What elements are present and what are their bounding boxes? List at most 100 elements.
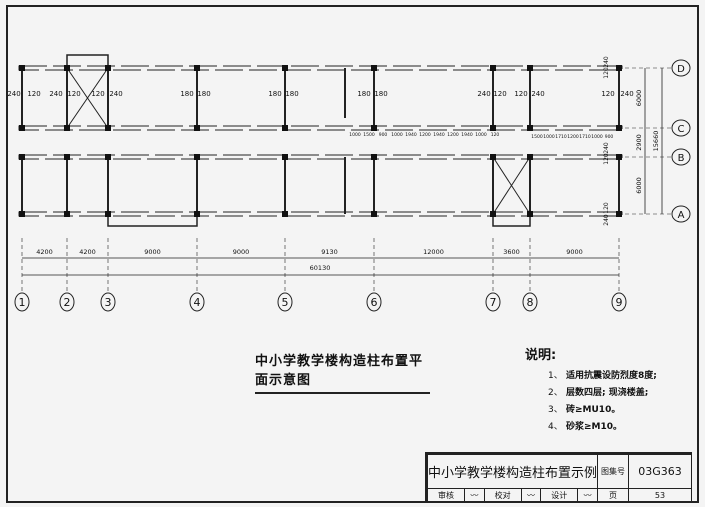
wall-thickness-label: 240 [531, 90, 544, 98]
drawing-frame [6, 5, 699, 503]
column [19, 65, 25, 71]
column [64, 154, 70, 160]
window-dimension: 1200 [447, 132, 459, 138]
column [19, 211, 25, 217]
window-dimension: 1710 [579, 134, 591, 140]
wall-thickness-label: 180 [374, 90, 387, 98]
wall-thickness-label: 180 [268, 90, 281, 98]
bay-dimension: 9130 [321, 248, 338, 256]
wall-thickness-label: 120 [493, 90, 506, 98]
check-label: 校对 [483, 488, 522, 502]
stair-mark [492, 156, 531, 215]
check-signature: 〰 [520, 488, 542, 502]
atlas-label: 图集号 [597, 454, 629, 489]
axis-number: 8 [527, 296, 534, 309]
column [527, 211, 533, 217]
axis-letter: C [678, 124, 685, 135]
note-item: 4、砂浆≥M10。 [548, 422, 623, 432]
column [616, 65, 622, 71]
notes-heading: 说明: [525, 348, 557, 363]
wall-thickness-label: 240 [620, 90, 633, 98]
axis-bubble [522, 292, 538, 312]
stair-bay [66, 54, 109, 68]
wall-thickness-label: 240 [477, 90, 490, 98]
stair-mark [66, 67, 109, 129]
axis-number: 7 [490, 296, 497, 309]
total-length: 60130 [310, 264, 331, 272]
column [371, 65, 377, 71]
atlas-number: 03G363 [628, 454, 692, 489]
bay-outline [107, 214, 198, 227]
axis-number: 6 [371, 296, 378, 309]
column [371, 154, 377, 160]
axis-bubble [485, 292, 501, 312]
depth-dimension: 6000 [635, 177, 643, 194]
wall-thickness-label: 240 [109, 90, 122, 98]
window-dimension: 120 [491, 132, 500, 138]
note-item: 3、砖≥MU10。 [548, 405, 621, 415]
window-dimension: 1710 [555, 134, 567, 140]
page-number: 53 [628, 488, 692, 502]
review-signature: 〰 [464, 488, 485, 502]
window-dimension: 1940 [433, 132, 445, 138]
column [616, 125, 622, 131]
plan-title: 中小学教学楼构造柱布置平面示意图 [255, 350, 430, 394]
axis-number: 5 [282, 296, 289, 309]
column [194, 211, 200, 217]
window-dimension: 1000 [391, 132, 403, 138]
edge-label: 120 [603, 202, 610, 214]
axis-bubble [671, 148, 691, 166]
column [105, 211, 111, 217]
bay-dimension: 9000 [144, 248, 161, 256]
column [527, 125, 533, 131]
depth-dimension: 6000 [635, 90, 643, 107]
bay-dimension: 4200 [79, 248, 96, 256]
bay-dimension: 3600 [503, 248, 520, 256]
depth-dimension: 2900 [635, 134, 643, 151]
column [490, 211, 496, 217]
axis-bubble [100, 292, 116, 312]
axis-bubble [59, 292, 75, 312]
bay-outline [492, 214, 531, 227]
column [282, 211, 288, 217]
axis-bubble [671, 205, 691, 223]
axis-letter: A [678, 210, 685, 221]
column [194, 154, 200, 160]
window-dimension: 1940 [405, 132, 417, 138]
axis-letter: D [677, 64, 685, 75]
note-item: 2、层数四层; 现浇楼盖; [548, 388, 649, 398]
wall-thickness-label: 180 [197, 90, 210, 98]
axis-bubble [611, 292, 627, 312]
bay-dimension: 12000 [423, 248, 444, 256]
axis-bubble [14, 292, 30, 312]
title-block: 中小学教学楼构造柱布置示例 图集号 03G363 审核 〰 校对 〰 设计 〰 … [425, 452, 692, 502]
window-dimension: 1500 [363, 132, 375, 138]
column [64, 211, 70, 217]
page-label: 页 [597, 488, 629, 502]
design-signature: 〰 [577, 488, 598, 502]
bay-dimension: 9000 [566, 248, 583, 256]
edge-label: 120 [603, 153, 610, 165]
wall-thickness-label: 120 [601, 90, 614, 98]
column [282, 125, 288, 131]
axis-bubble [277, 292, 293, 312]
axis-number: 2 [64, 296, 71, 309]
window-dimension: 900 [605, 134, 614, 140]
column [490, 65, 496, 71]
drawing-title: 中小学教学楼构造柱布置示例 [427, 454, 598, 489]
wall-thickness-label: 240 [49, 90, 62, 98]
column [194, 125, 200, 131]
window-dimension: 1940 [461, 132, 473, 138]
window-dimension: 1000 [475, 132, 487, 138]
column [490, 154, 496, 160]
axis-bubble [671, 119, 691, 137]
axis-bubble [671, 59, 691, 77]
window-dimension: 1000 [543, 134, 555, 140]
column [616, 211, 622, 217]
column [282, 65, 288, 71]
edge-label: 240 [603, 56, 610, 68]
notes-list: 1、适用抗震设防烈度8度; 2、层数四层; 现浇楼盖; 3、砖≥MU10。 4、… [548, 368, 657, 436]
column [490, 125, 496, 131]
window-dimension: 900 [379, 132, 388, 138]
